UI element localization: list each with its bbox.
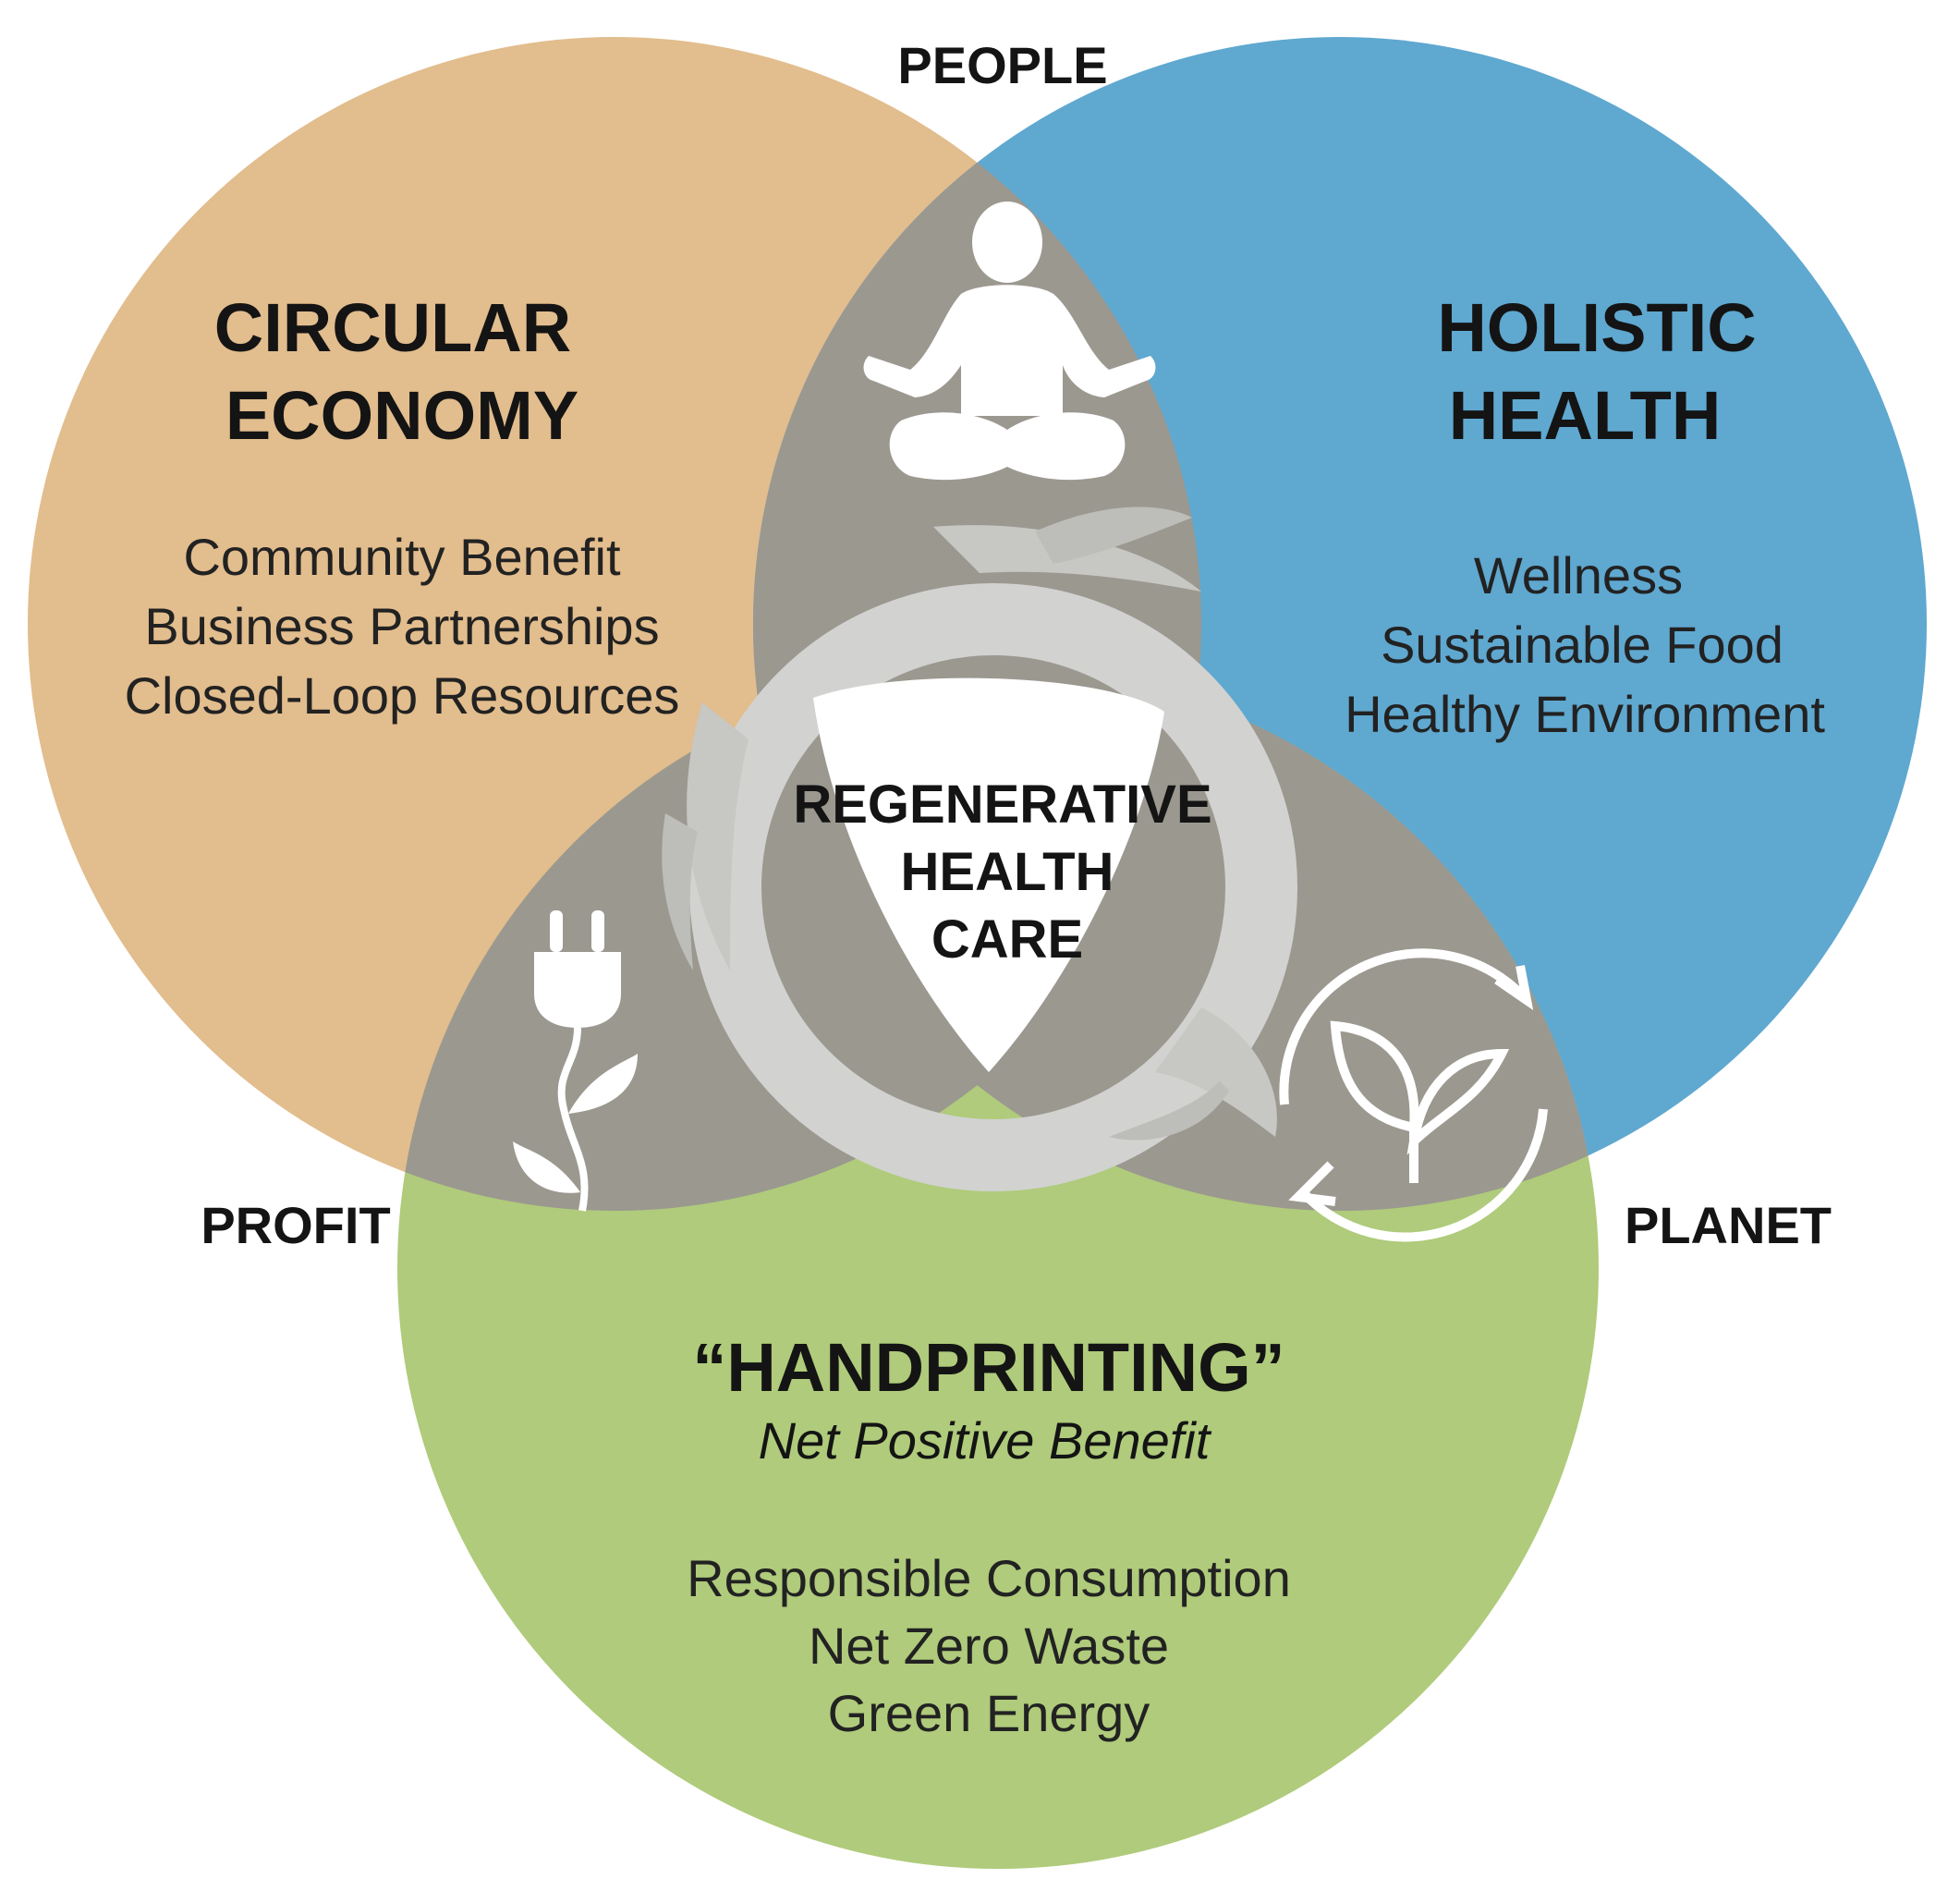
hands-circle-icon (662, 506, 1297, 1191)
center-line-2: HEALTH (901, 842, 1114, 902)
holistic-health-item-2: Sustainable Food (1381, 616, 1783, 674)
holistic-health-item-1: Wellness (1474, 546, 1683, 604)
meditation-person-icon (863, 201, 1156, 481)
label-people: PEOPLE (897, 36, 1107, 94)
circular-economy-item-3: Closed-Loop Resources (125, 666, 680, 725)
handprinting-item-1: Responsible Consumption (687, 1549, 1291, 1607)
circular-economy-item-2: Business Partnerships (144, 597, 659, 655)
plug-leaf-icon (513, 910, 638, 1212)
holistic-health-title-2: HEALTH (1449, 377, 1722, 454)
circular-economy-item-1: Community Benefit (183, 528, 621, 586)
circular-economy-title-2: ECONOMY (225, 377, 578, 454)
handprinting-title: “HANDPRINTING” (692, 1329, 1284, 1406)
handprinting-item-3: Green Energy (828, 1684, 1150, 1742)
holistic-health-title-1: HOLISTIC (1437, 289, 1756, 366)
center-line-3: CARE (931, 909, 1083, 970)
label-profit: PROFIT (201, 1196, 390, 1254)
handprinting-item-2: Net Zero Waste (809, 1617, 1169, 1675)
center-line-1: REGENERATIVE (793, 775, 1211, 835)
holistic-health-item-3: Healthy Environment (1345, 685, 1825, 743)
circular-economy-title-1: CIRCULAR (214, 289, 571, 366)
handprinting-subtitle: Net Positive Benefit (759, 1411, 1212, 1470)
recycle-sprout-icon (1279, 948, 1548, 1242)
label-planet: PLANET (1625, 1196, 1832, 1254)
